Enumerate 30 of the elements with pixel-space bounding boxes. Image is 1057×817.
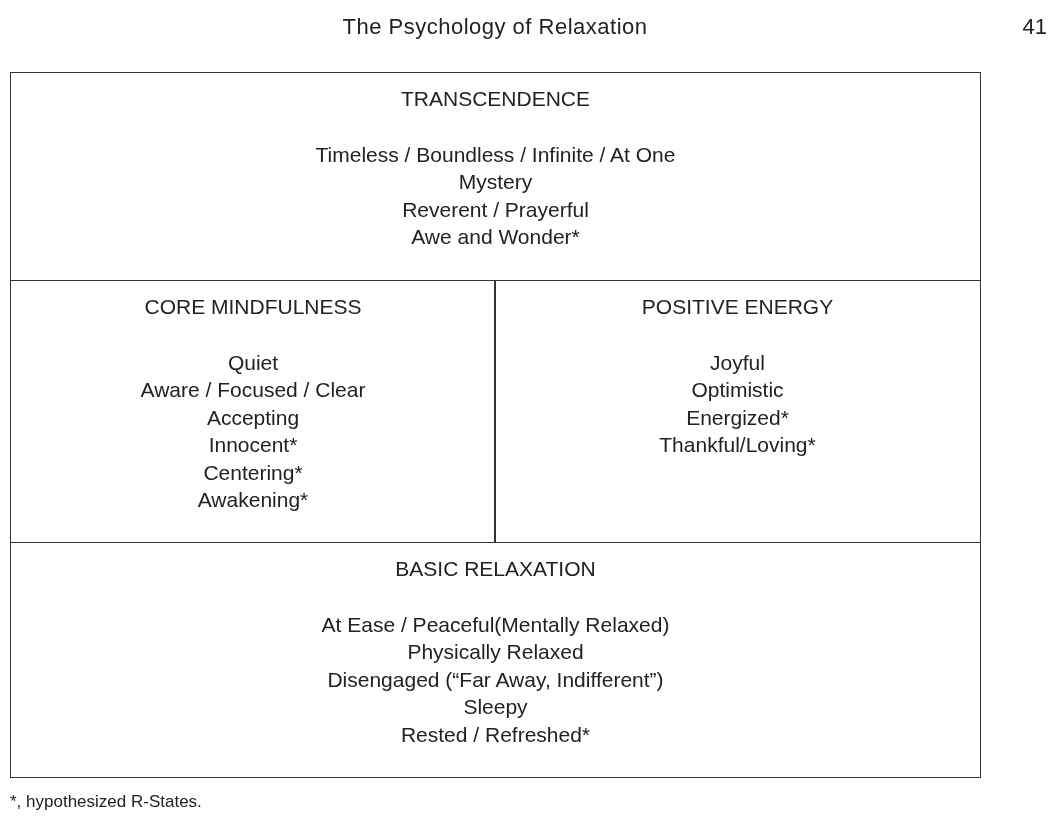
state-item: Joyful bbox=[709, 349, 766, 376]
state-item: Aware / Focused / Clear bbox=[139, 377, 367, 403]
state-item: Accepting bbox=[205, 404, 301, 431]
state-item: Energized* bbox=[685, 404, 790, 431]
state-item: Innocent* bbox=[207, 432, 299, 458]
category-heading: CORE MINDFULNESS bbox=[143, 294, 363, 320]
state-item: Thankful/Loving* bbox=[658, 432, 817, 458]
state-item: Sleepy bbox=[462, 694, 529, 720]
state-item: Mystery bbox=[457, 169, 534, 195]
page-number: 41 bbox=[1022, 14, 1047, 40]
state-item: Reverent / Prayerful bbox=[401, 196, 590, 223]
category-cell bbox=[10, 542, 981, 778]
state-item: Disengaged (“Far Away, Indifferent”) bbox=[326, 666, 665, 693]
category-heading: TRANSCENDENCE bbox=[400, 86, 591, 112]
state-item: Rested / Refreshed* bbox=[399, 721, 592, 748]
category-heading: BASIC RELAXATION bbox=[394, 556, 597, 582]
category-cell bbox=[10, 72, 981, 281]
page-header: The Psychology of Relaxation bbox=[341, 14, 649, 40]
state-item: Quiet bbox=[226, 349, 280, 376]
category-cell bbox=[494, 280, 981, 543]
footnote: *, hypothesized R-States. bbox=[10, 792, 202, 812]
state-item: Optimistic bbox=[690, 377, 785, 403]
state-item: Awe and Wonder* bbox=[410, 224, 581, 250]
state-item: Physically Relaxed bbox=[406, 639, 585, 665]
state-item: Centering* bbox=[202, 459, 304, 486]
state-item: At Ease / Peaceful(Mentally Relaxed) bbox=[320, 611, 671, 638]
state-item: Awakening* bbox=[196, 487, 310, 513]
state-item: Timeless / Boundless / Infinite / At One bbox=[314, 141, 677, 168]
category-cell bbox=[10, 280, 496, 543]
category-heading: POSITIVE ENERGY bbox=[640, 294, 835, 320]
